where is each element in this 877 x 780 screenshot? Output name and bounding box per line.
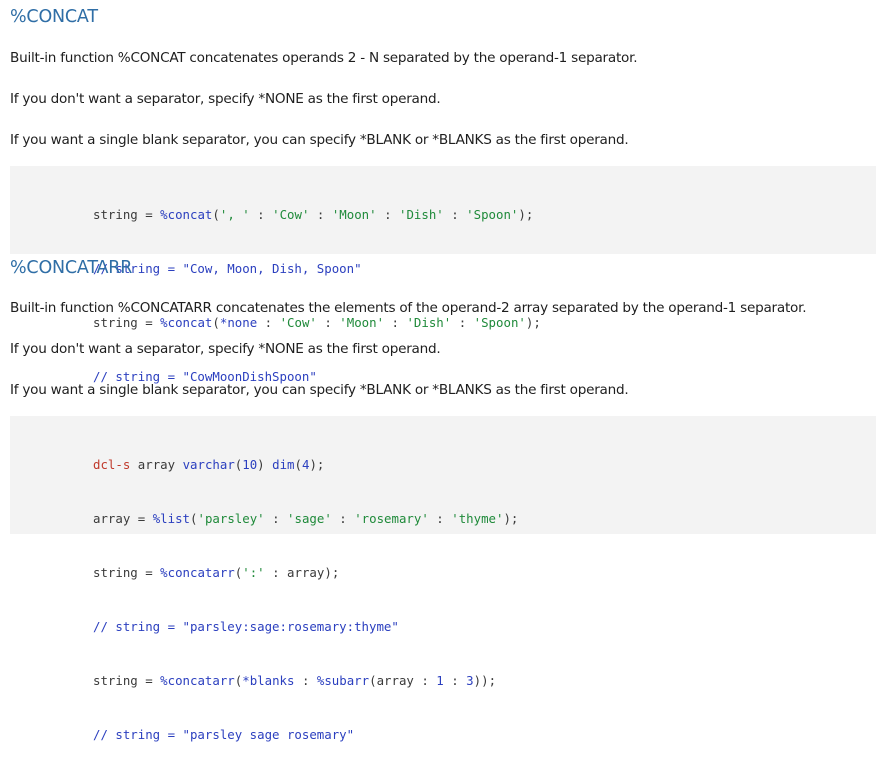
code-line: string = %concatarr(*blanks : %subarr(ar…	[93, 673, 497, 688]
code-line: string = %concatarr(':' : array);	[93, 565, 340, 580]
paragraph-concatarr-blank: If you want a single blank separator, yo…	[10, 382, 629, 398]
code-block-concat: string = %concat(', ' : 'Cow' : 'Moon' :…	[10, 166, 876, 384]
code-line: array = %list('parsley' : 'sage' : 'rose…	[93, 511, 519, 526]
code-line: // string = "parsley sage rosemary"	[93, 727, 355, 742]
paragraph-concatarr-none: If you don't want a separator, specify *…	[10, 341, 441, 357]
paragraph-concatarr-description: Built-in function %CONCATARR concatenate…	[10, 300, 807, 316]
paragraph-concat-none: If you don't want a separator, specify *…	[10, 91, 441, 107]
code-line: // string = "parsley:sage:rosemary:thyme…	[93, 619, 399, 634]
documentation-page: %CONCAT Built-in function %CONCAT concat…	[10, 7, 876, 742]
code-line: string = %concat(*none : 'Cow' : 'Moon' …	[93, 315, 541, 330]
section-title-concat: %CONCAT	[10, 7, 98, 27]
code-block-concatarr: dcl-s array varchar(10) dim(4); array = …	[10, 416, 876, 742]
paragraph-concat-description: Built-in function %CONCAT concatenates o…	[10, 50, 638, 66]
code-line: // string = "Cow, Moon, Dish, Spoon"	[93, 261, 362, 276]
code-line: // string = "CowMoonDishSpoon"	[93, 369, 317, 384]
code-line: string = %concat(', ' : 'Cow' : 'Moon' :…	[93, 207, 534, 222]
code-line: dcl-s array varchar(10) dim(4);	[93, 457, 325, 472]
paragraph-concat-blank: If you want a single blank separator, yo…	[10, 132, 629, 148]
section-title-concatarr: %CONCATARR	[10, 258, 133, 278]
